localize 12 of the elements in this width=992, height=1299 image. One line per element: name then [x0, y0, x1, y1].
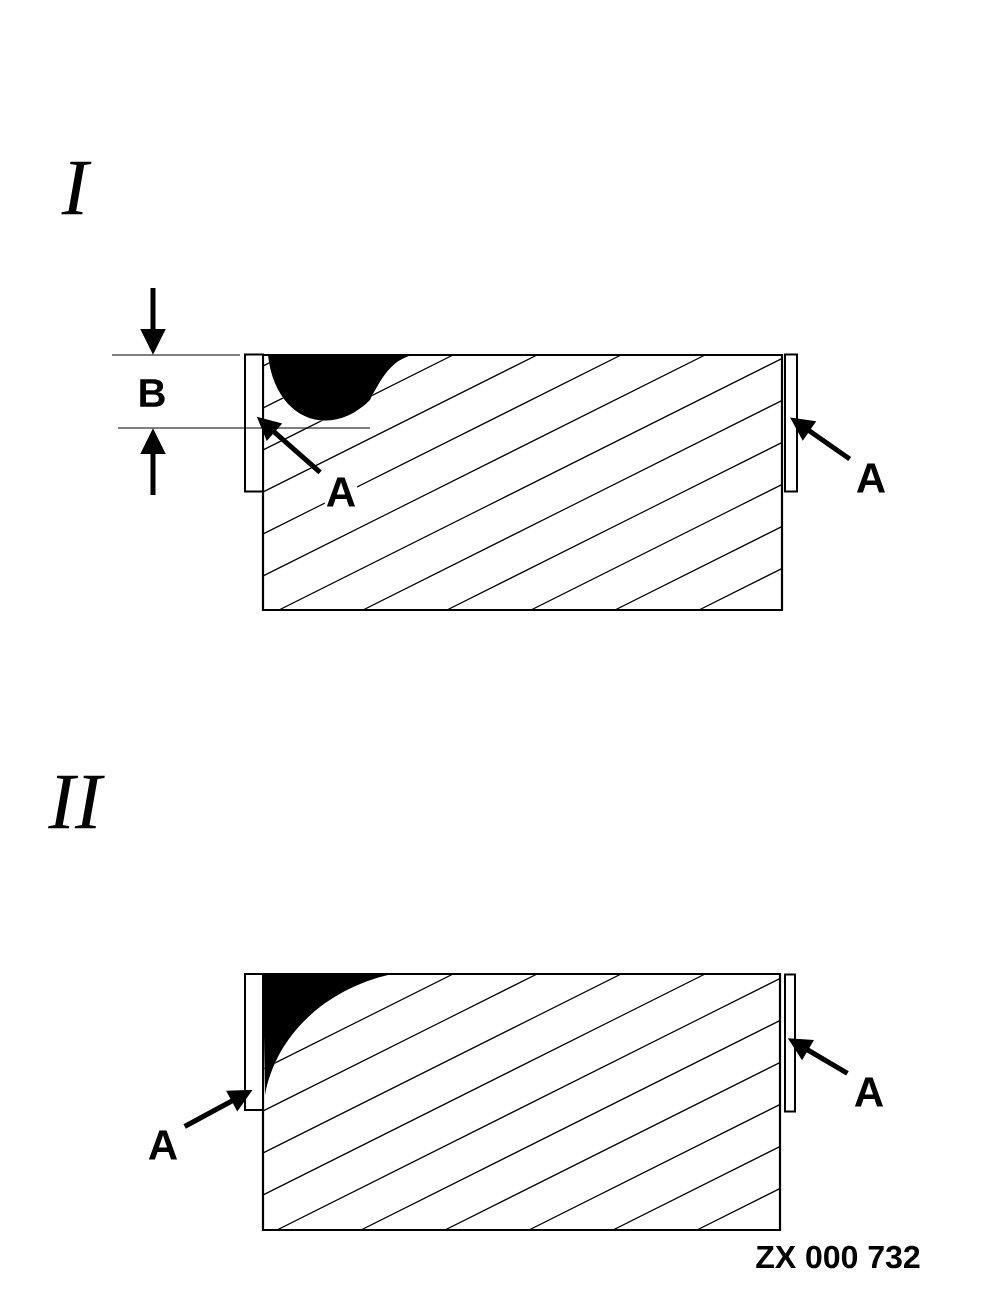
letter-label: A [146, 1129, 180, 1161]
panel-numeral: I [61, 161, 92, 215]
dimension-label: B [140, 379, 165, 407]
drawing-number: ZX 000 732 [756, 1245, 920, 1269]
side-plate [784, 353, 798, 493]
side-plate [244, 973, 264, 1111]
letter-label: A [324, 476, 358, 508]
panel-numeral: II [48, 775, 105, 829]
side-plate [784, 973, 796, 1113]
letter-label: A [854, 462, 888, 494]
letter-label: A [852, 1076, 886, 1108]
side-plate [244, 353, 264, 493]
